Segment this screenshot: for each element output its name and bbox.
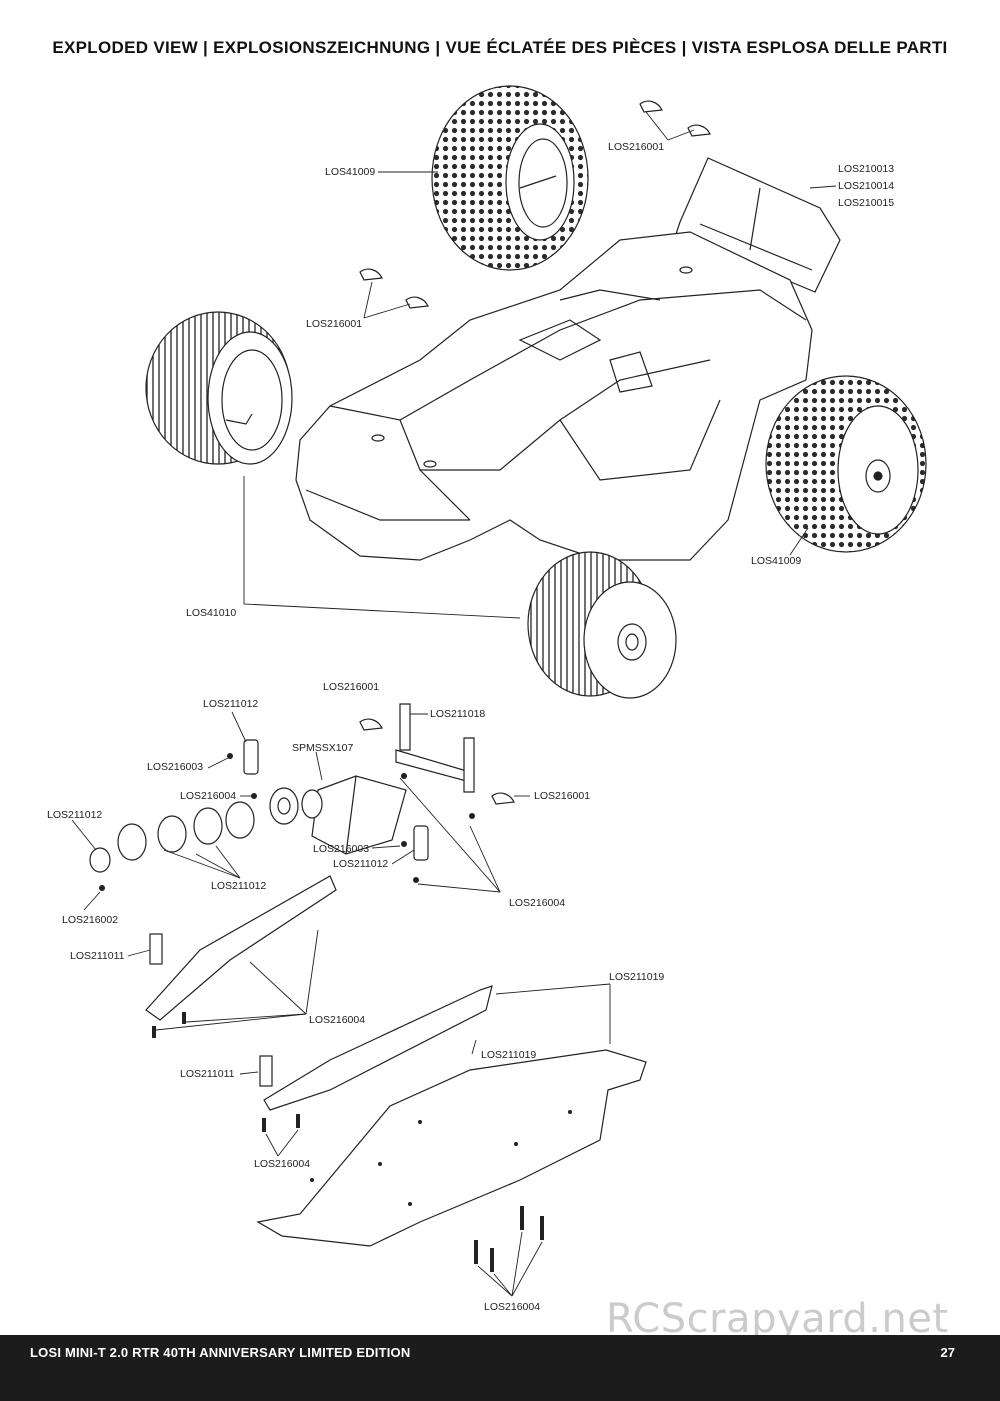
bottom-screws (152, 1012, 544, 1272)
part-label: LOS216004 (509, 897, 566, 909)
body-clips-top (359, 100, 711, 309)
leader-lines-lower (71, 711, 611, 1297)
part-label: LOS216002 (62, 914, 119, 926)
front-tire-right (527, 551, 677, 699)
part-label: LOS211012 (47, 809, 103, 821)
chassis-plate (256, 1049, 647, 1247)
rear-tire-right (765, 375, 927, 553)
watermark: RCScrapyard.net (606, 1296, 949, 1342)
page-title: EXPLODED VIEW | EXPLOSIONSZEICHNUNG | VU… (52, 38, 948, 57)
part-label: LOS210013 (838, 163, 895, 175)
part-label: LOS211012 (203, 698, 259, 710)
part-label: LOS211019 (481, 1049, 537, 1061)
footer-bar: LOSI MINI-T 2.0 RTR 40TH ANNIVERSARY LIM… (0, 1335, 1000, 1401)
part-label: LOS41009 (325, 166, 376, 178)
part-label: LOS210014 (838, 180, 895, 192)
footer-title: LOSI MINI-T 2.0 RTR 40TH ANNIVERSARY LIM… (30, 1345, 411, 1360)
part-label: SPMSSX107 (292, 742, 354, 754)
front-tire-left (145, 311, 293, 465)
part-label: LOS211012 (211, 880, 267, 892)
part-label: LOS216001 (306, 318, 363, 330)
part-label: LOS216004 (484, 1301, 541, 1313)
part-label: LOS216003 (147, 761, 204, 773)
side-rails (145, 875, 493, 1111)
part-label: LOS211018 (430, 708, 486, 720)
part-label: LOS216004 (180, 790, 237, 802)
part-label: LOS210015 (838, 197, 895, 209)
part-label: LOS211019 (609, 971, 665, 983)
part-label: LOS216003 (313, 843, 370, 855)
steering-assembly (89, 703, 515, 891)
truck-body (295, 231, 813, 561)
part-label: LOS216004 (254, 1158, 311, 1170)
part-label: LOS41010 (186, 607, 237, 619)
part-label: LOS211012 (333, 858, 389, 870)
part-label: LOS216001 (323, 681, 380, 693)
part-label: LOS211011 (70, 950, 125, 962)
part-label: LOS216001 (534, 790, 591, 802)
leader-lines-top (243, 111, 837, 619)
part-label: LOS216004 (309, 1014, 366, 1026)
page-number: 27 (940, 1345, 955, 1360)
part-label: LOS41009 (751, 555, 802, 567)
rear-tire-top (431, 85, 589, 271)
part-label: LOS216001 (608, 141, 665, 153)
part-label: LOS211011 (180, 1068, 235, 1080)
